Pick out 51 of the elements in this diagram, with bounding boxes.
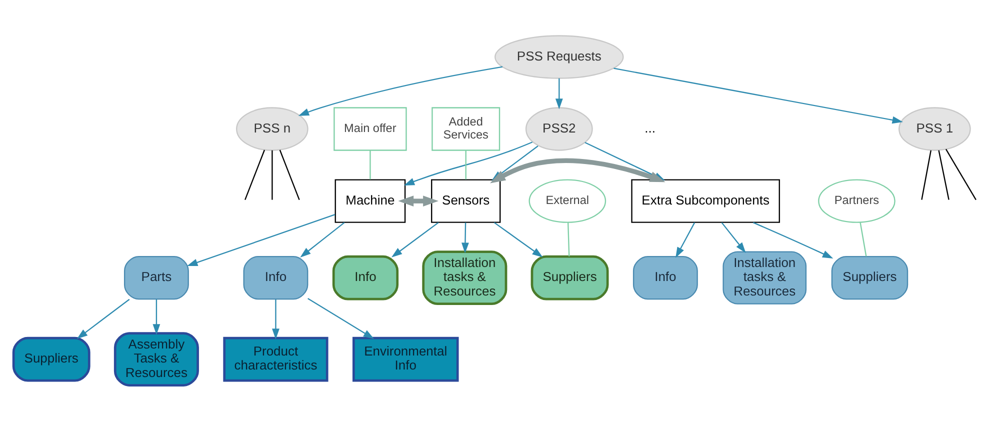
arrow: [391, 222, 439, 258]
arrow: [398, 196, 438, 206]
node-ellipse: PSS n: [236, 107, 308, 151]
arrow: [721, 222, 746, 253]
node-box: Extra Subcomponents: [631, 179, 780, 223]
connector: [567, 222, 570, 256]
arrow: [76, 298, 130, 339]
arrow: [300, 222, 345, 258]
node-box: Environmental Info: [352, 336, 459, 382]
label: ...: [644, 120, 656, 136]
node-box: Main offer: [334, 107, 407, 151]
node-box: Installation tasks & Resources: [722, 251, 807, 304]
arrow: [308, 298, 374, 339]
arrow: [186, 214, 336, 266]
connector: [921, 150, 932, 200]
node-box: Suppliers: [12, 336, 90, 382]
arrow: [614, 68, 903, 124]
arrow: [272, 299, 280, 340]
arrow: [461, 222, 469, 254]
connector: [370, 150, 371, 180]
node-ellipse: PSS 1: [898, 107, 971, 151]
arrow: [494, 222, 543, 258]
node-box: Assembly Tasks & Resources: [114, 332, 199, 386]
connector: [938, 150, 950, 200]
connector: [279, 150, 300, 200]
node-ellipse: External: [528, 179, 606, 223]
connector: [465, 150, 466, 180]
node-ellipse: PSS2: [525, 107, 593, 151]
node-box: Added Services: [432, 107, 500, 151]
node-box: Installation tasks & Resources: [422, 250, 508, 305]
node-box: Suppliers: [530, 255, 609, 300]
node-box: Info: [632, 256, 698, 300]
node-box: Info: [332, 255, 399, 300]
connector: [945, 148, 976, 200]
arrow: [298, 66, 503, 116]
arrow: [676, 222, 696, 258]
arrow: [152, 299, 160, 335]
node-box: Info: [243, 256, 308, 300]
arrow: [404, 142, 533, 186]
node-box: Product characteristics: [223, 336, 328, 382]
node-box: Machine: [334, 179, 406, 223]
connector: [244, 150, 266, 200]
arrow: [752, 222, 834, 259]
node-ellipse: PSS Requests: [494, 35, 624, 79]
node-ellipse: Partners: [818, 179, 896, 223]
connector: [860, 222, 867, 256]
arrow: [555, 78, 563, 110]
connector: [272, 150, 273, 200]
node-box: Parts: [124, 256, 189, 300]
node-box: Sensors: [431, 179, 501, 223]
node-box: Suppliers: [831, 256, 908, 300]
